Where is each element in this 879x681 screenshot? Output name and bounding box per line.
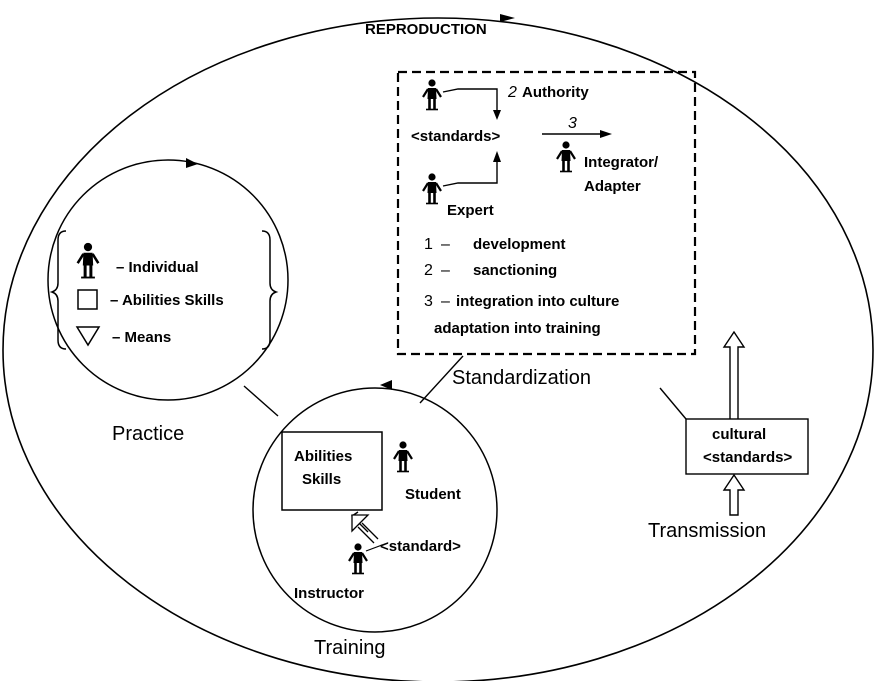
standard-label: <standard> [380,538,461,555]
practice-cycle-arrowhead [186,158,198,168]
student-person-icon [392,440,414,473]
legend-num-1: 1 [424,236,433,253]
student-label: Student [405,486,461,503]
legend-dash-2: – [441,262,450,279]
training-circle [252,387,498,633]
authority-person-icon [421,78,443,111]
legend-text-3: integration into culture [456,293,619,310]
legend-abilities-label: – Abilities Skills [110,292,224,309]
legend-text-1: development [473,236,566,253]
reproduction-title: REPRODUCTION [365,21,487,38]
training-cycle-arrowhead [380,380,392,390]
standardization-transmission-connector [659,387,687,420]
abilities-square-icon [77,289,98,310]
integrator-person-icon [555,140,577,173]
integrator-label-line1: Integrator/ [584,154,659,171]
outer-reproduction-ellipse [2,17,874,681]
arrow-3-label: 3 [568,115,577,132]
training-label: Training [314,637,386,659]
standardization-label: Standardization [452,367,591,389]
outer-cycle-arrowhead [500,14,515,22]
legend-individual-label: – Individual [116,259,199,276]
authority-arrow-head [493,110,501,120]
means-triangle-icon [75,326,101,347]
legend-right-brace [261,230,279,350]
cultural-box-line1: cultural [712,426,766,443]
cultural-standards-box [685,418,809,475]
training-box-line2: Skills [302,471,341,488]
authority-arrow-line [442,88,498,110]
expert-person-icon [421,172,443,205]
legend-num-2: 2 [424,262,433,279]
standards-to-integrator-arrowhead [600,130,612,138]
training-box-line1: Abilities [294,448,352,465]
training-standardization-connector [419,355,464,404]
legend-left-brace [49,230,67,350]
lower-hollow-arrow [722,473,746,516]
integrator-label-line2: Adapter [584,178,641,195]
legend-num-3: 3 [424,293,433,310]
upward-hollow-arrow [722,330,746,421]
transmission-label: Transmission [648,520,766,542]
arrow-2-label: 2 [507,84,517,101]
practice-circle [47,159,289,401]
abilities-skills-box [281,431,383,511]
cultural-box-line2: <standards> [703,449,792,466]
legend-dash-1: – [441,236,450,253]
standards-label: <standards> [411,128,500,145]
expert-arrow-line [442,161,498,187]
practice-training-connector [243,385,279,417]
individual-person-icon [76,241,100,280]
standardization-box [396,70,697,356]
authority-label: Authority [522,84,589,101]
legend-text-2: sanctioning [473,262,557,279]
expert-label: Expert [447,202,494,219]
legend-dash-3: – [441,293,450,310]
instructor-label: Instructor [294,585,364,602]
instructor-arrow-head [351,514,370,533]
instructor-pointer-line [365,544,383,552]
practice-label: Practice [112,423,184,445]
instructor-person-icon [347,542,369,575]
expert-arrow-head [493,151,501,162]
instructor-arrow-shaft [357,522,379,544]
legend-means-label: – Means [112,329,171,346]
legend-text-4: adaptation into training [434,320,601,337]
